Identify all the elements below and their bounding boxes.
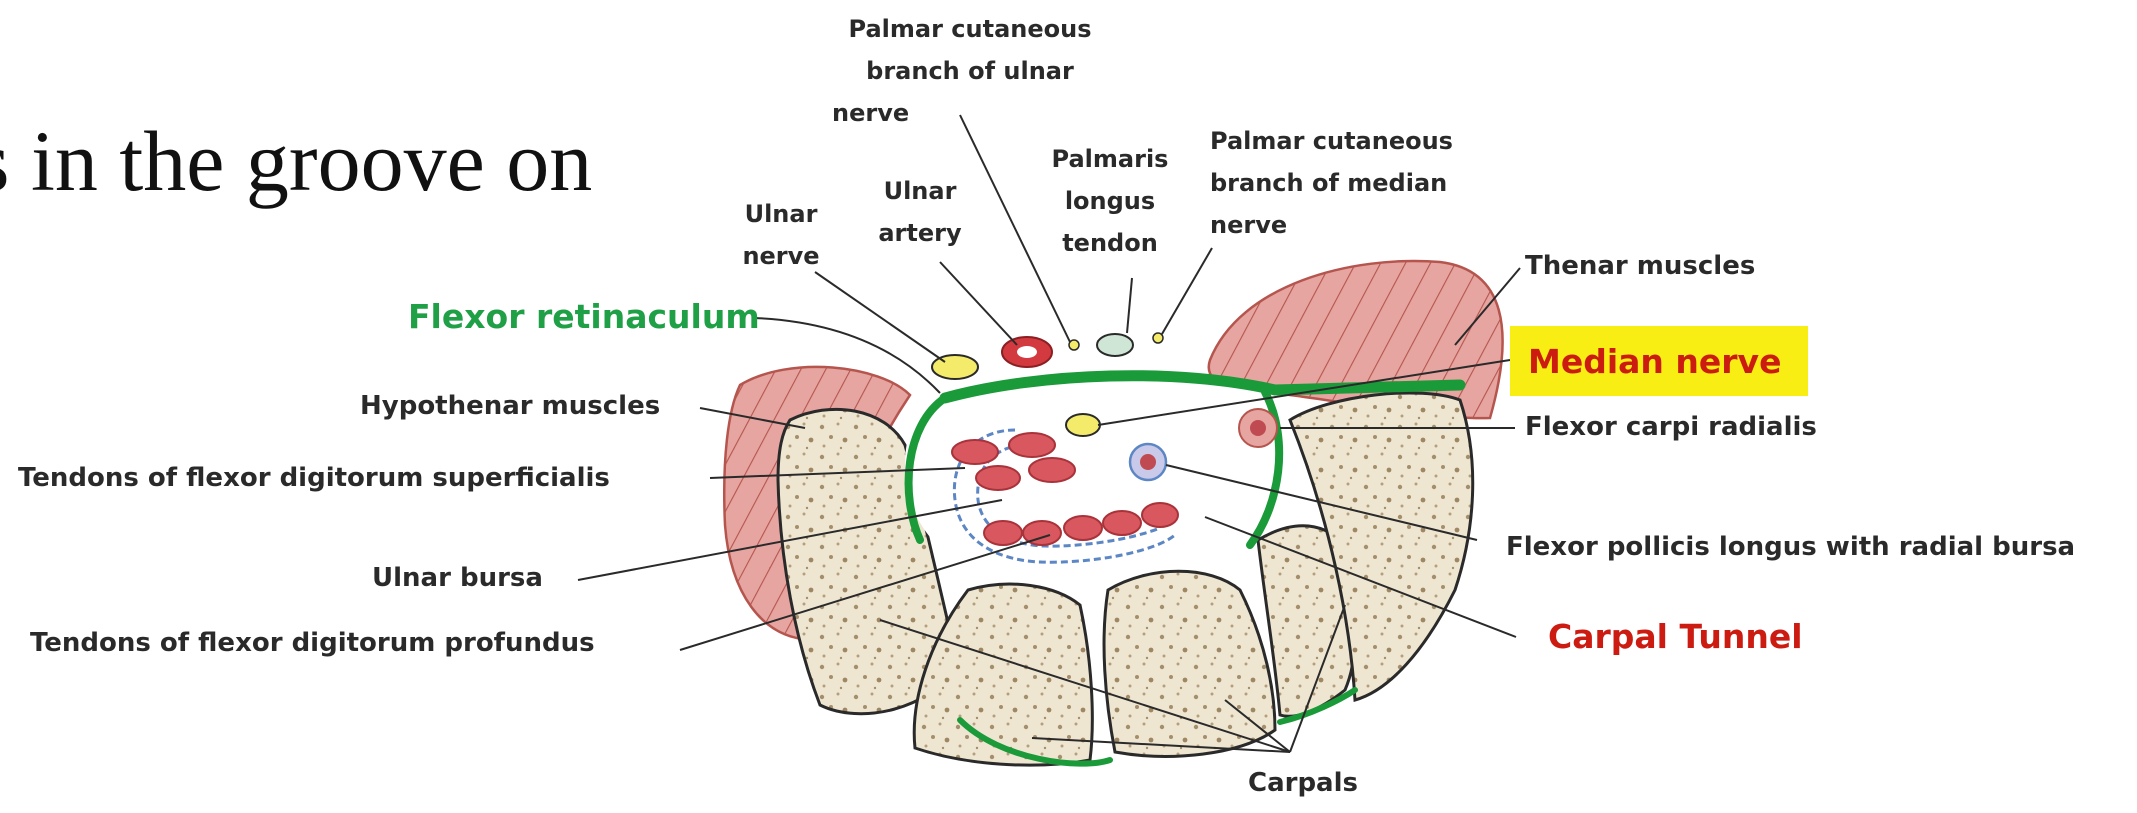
carpal-bone-3 (1104, 571, 1275, 756)
label-palmaris-longus: Palmaris longus tendon (1045, 138, 1175, 264)
palmar-cutaneous-branch-median (1153, 333, 1163, 343)
label-fds-tendons: Tendons of flexor digitorum superficiali… (18, 465, 610, 491)
fds-tendon (976, 466, 1020, 490)
label-fdp-tendons: Tendons of flexor digitorum profundus (30, 630, 595, 656)
fdp-tendon (1103, 511, 1141, 535)
fdp-tendon (1064, 516, 1102, 540)
label-median-nerve: Median nerve (1528, 345, 1781, 378)
label-palmar-cutaneous-median: Palmar cutaneous branch of median nerve (1210, 120, 1480, 246)
fds-tendon (1009, 433, 1055, 457)
label-flexor-retinaculum: Flexor retinaculum (408, 300, 760, 333)
label-ulnar-artery: Ulnar artery (865, 170, 975, 254)
label-hypothenar-muscles: Hypothenar muscles (360, 393, 660, 419)
fds-tendon (952, 440, 998, 464)
label-palmar-cutaneous-ulnar: Palmar cutaneous branch of ulnar nerve (820, 8, 1120, 134)
label-ulnar-nerve: Ulnar nerve (726, 193, 836, 277)
label-fpl-radial-bursa: Flexor pollicis longus with radial bursa (1506, 534, 2075, 560)
fdp-tendon (984, 521, 1022, 545)
label-thenar-muscles: Thenar muscles (1525, 253, 1755, 279)
palmaris-longus-tendon (1097, 334, 1133, 356)
fdp-tendon (1142, 503, 1178, 527)
median-nerve (1066, 414, 1100, 436)
label-carpal-tunnel: Carpal Tunnel (1548, 620, 1803, 653)
label-ulnar-bursa: Ulnar bursa (372, 565, 543, 591)
label-carpals: Carpals (1248, 770, 1358, 796)
label-flexor-carpi-radialis: Flexor carpi radialis (1525, 414, 1817, 440)
fds-tendon (1029, 458, 1075, 482)
